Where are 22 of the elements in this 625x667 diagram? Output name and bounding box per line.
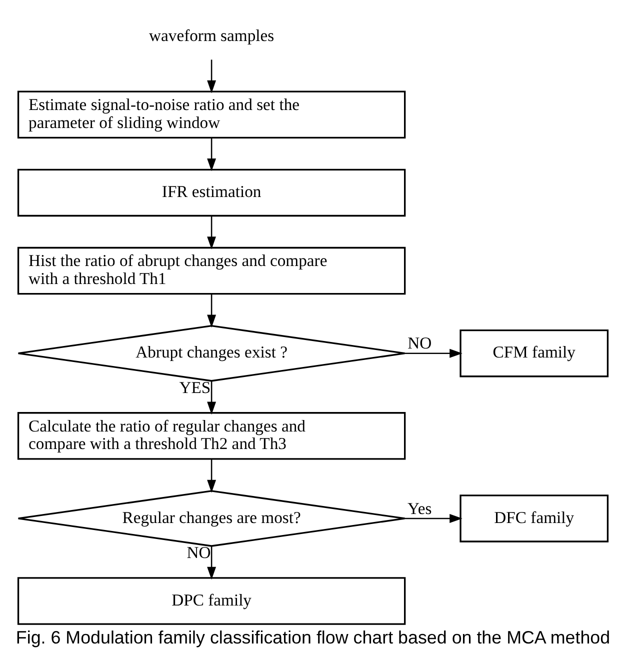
node-text: waveform samples <box>148 26 274 45</box>
node-box: DFC family <box>459 494 608 542</box>
node-diamond: Regular changes are most? <box>16 490 406 547</box>
node-box: Calculate the ratio of regular changes and compare with a threshold Th2 and Th3 <box>16 412 406 460</box>
node-box: Estimate signal-to-noise ratio and set the parameter of sliding window <box>16 90 406 138</box>
node-box: Hist the ratio of abrupt changes and compare with a threshold Th1 <box>16 246 406 295</box>
edge-label: Yes <box>407 498 432 518</box>
arrow <box>206 459 216 493</box>
node-box: DPC family <box>16 577 406 625</box>
arrow <box>404 514 462 523</box>
arrow <box>206 138 216 172</box>
arrow <box>206 546 216 580</box>
node-box: CFM family <box>459 329 608 378</box>
arrow <box>206 216 216 250</box>
caption: Fig. 6 Modulation family classification flow chart based on the MCA method <box>15 628 610 648</box>
node-box: IFR estimation <box>16 168 406 217</box>
edge-label: NO <box>407 334 432 353</box>
arrow <box>206 60 216 94</box>
node-diamond: Abrupt changes exist ? <box>16 324 406 382</box>
arrow <box>404 348 462 358</box>
arrow <box>206 381 216 415</box>
arrow <box>206 294 216 328</box>
